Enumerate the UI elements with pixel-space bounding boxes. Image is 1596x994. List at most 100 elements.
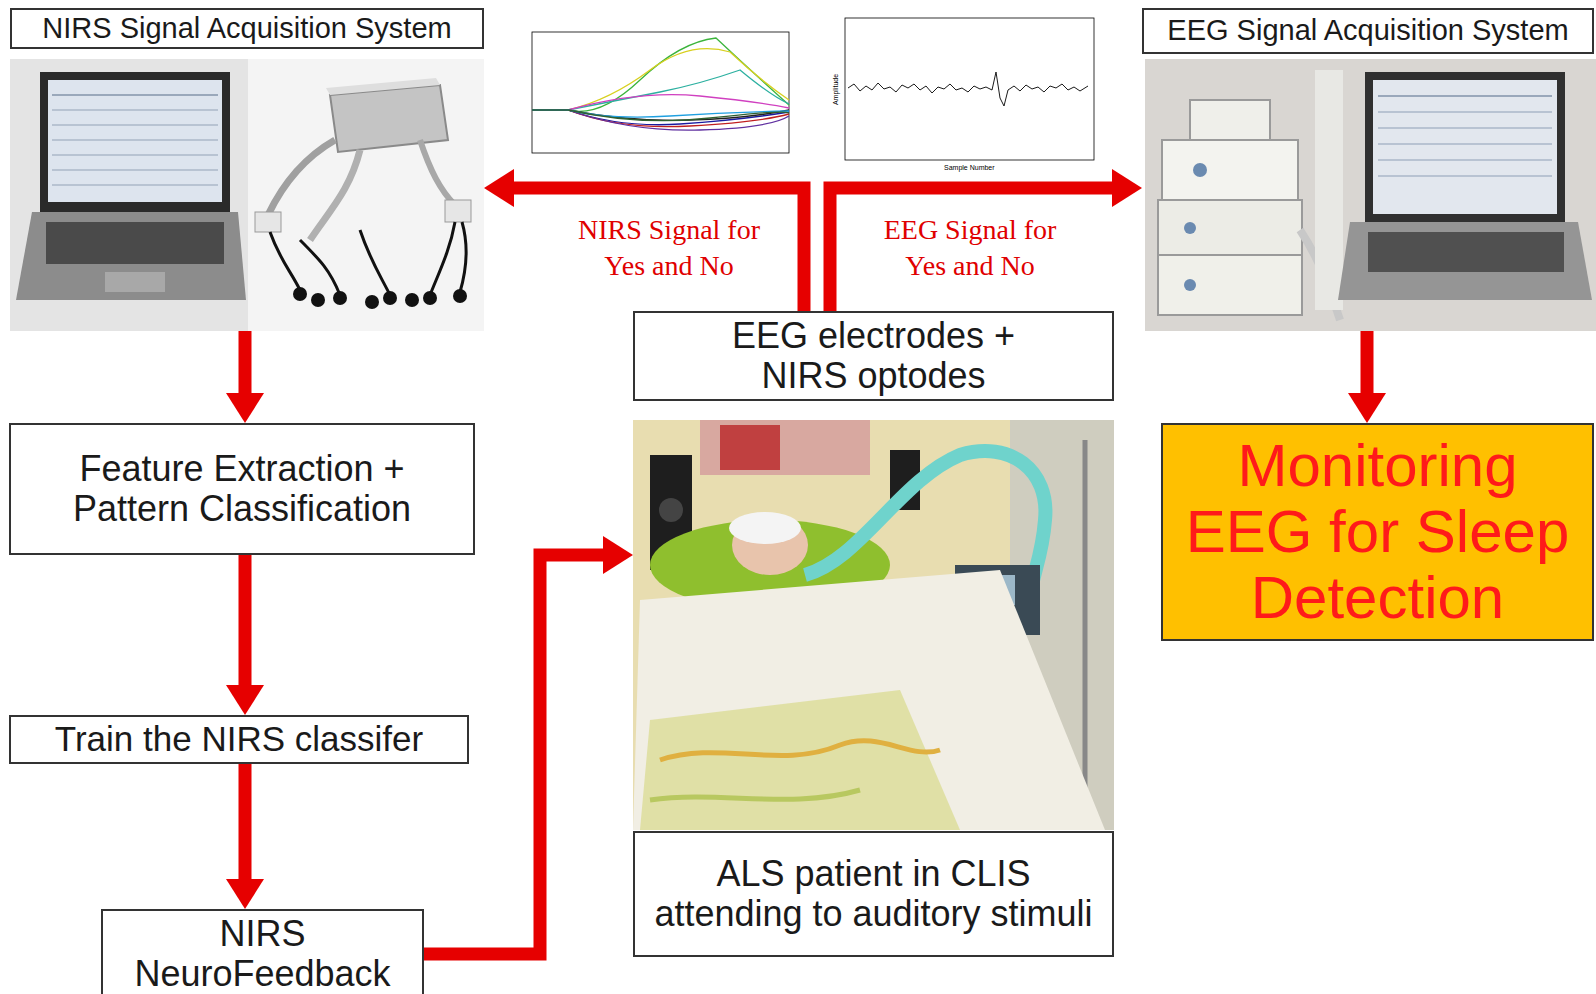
nirs-photo-part <box>383 291 397 305</box>
nirs-photo-part <box>445 200 471 222</box>
eeg-photo-part <box>1184 222 1196 234</box>
nirs-photo-part <box>365 295 379 309</box>
eeg-photo-part <box>1184 279 1196 291</box>
node-text: EEG Signal Acquisition System <box>1167 15 1568 47</box>
nirs-photo-part <box>248 59 484 331</box>
patient-photo-part <box>700 420 870 475</box>
nirs-photo-part <box>430 222 455 295</box>
nirs-photo-part <box>52 154 218 156</box>
eeg-signal-plot <box>845 18 1094 160</box>
nirs-signal-plot-part <box>532 38 789 111</box>
node-text: EEG electrodes + NIRS optodes <box>714 316 1034 395</box>
nirs-photo-part <box>105 272 165 292</box>
arrow-shaft <box>239 764 252 879</box>
arrow-head <box>226 879 264 909</box>
eeg-photo-part <box>1378 95 1552 97</box>
nirs-photo-part <box>330 85 448 152</box>
patient-photo-part <box>1083 440 1088 830</box>
arrow-head <box>226 393 264 423</box>
patient-panel: ALS patient in CLIS attending to auditor… <box>633 420 1114 957</box>
nirs-photo-part <box>52 184 218 186</box>
patient-photo-part <box>633 420 1114 830</box>
nirs-photo-part <box>360 230 390 295</box>
process-box: Feature Extraction + Pattern Classificat… <box>9 423 475 555</box>
nirs-photo-part <box>48 80 222 202</box>
nirs-signal-plot-part <box>532 110 789 125</box>
process-box: NIRS NeuroFeedback <box>101 909 424 994</box>
flow-arrow <box>226 764 264 909</box>
nirs-photo-part <box>326 78 440 95</box>
nirs-photo-part <box>405 293 419 307</box>
node-text: Monitoring EEG for Sleep Detection <box>1178 433 1578 631</box>
eeg-photo-part <box>1145 59 1596 331</box>
eeg-photo-part <box>1378 111 1552 113</box>
eeg-photo-part <box>1158 255 1302 315</box>
nirs-photo-part <box>52 124 218 126</box>
eeg-photo-part <box>1365 72 1565 222</box>
title-box: NIRS Signal Acquisition System <box>10 8 484 49</box>
eeg-photo-part <box>1162 140 1298 200</box>
output-box: Monitoring EEG for Sleep Detection <box>1161 423 1594 641</box>
nirs-photo-part <box>255 212 281 232</box>
axis-label: Sample Number <box>944 164 995 171</box>
patient-photo-part <box>633 570 1105 830</box>
eeg-photo-part <box>1368 232 1564 272</box>
patient-photo <box>633 420 1114 830</box>
acquisition-panel: EEG Signal Acquisition System <box>1142 8 1594 331</box>
edge-label: NIRS Signal for Yes and No <box>560 212 778 285</box>
nirs-photo-part <box>311 293 325 307</box>
nirs-photo-part <box>423 291 437 305</box>
nirs-photo <box>10 59 484 331</box>
arrow-shaft <box>830 188 1112 311</box>
arrow-shaft <box>239 555 252 685</box>
arrow-head <box>603 536 633 574</box>
title-box: EEG Signal Acquisition System <box>1142 8 1594 54</box>
eeg-photo-part <box>1378 127 1552 129</box>
eeg-signal-plot-part <box>848 72 1088 106</box>
patient-photo-part <box>659 498 683 522</box>
nirs-photo-part <box>52 109 218 111</box>
nirs-photo-part <box>52 139 218 141</box>
eeg-signal-plot-part <box>845 18 1094 160</box>
nirs-photo-part <box>333 291 347 305</box>
arrow-shaft <box>514 188 804 311</box>
flow-arrow <box>1348 331 1386 423</box>
patient-photo-part <box>650 790 860 800</box>
flow-arrow <box>830 169 1142 311</box>
eeg-photo-part <box>1378 175 1552 177</box>
eeg-photo-part <box>1373 80 1557 214</box>
eeg-photo <box>1145 59 1596 331</box>
nirs-photo-part <box>460 222 466 292</box>
nirs-photo-part <box>40 72 230 212</box>
nirs-photo-part <box>16 212 246 300</box>
eeg-photo-part <box>1190 100 1270 140</box>
arrow-head <box>1348 393 1386 423</box>
node-text: Feature Extraction + Pattern Classificat… <box>42 449 442 528</box>
edge-label: EEG Signal for Yes and No <box>861 212 1079 285</box>
node-text: NIRS NeuroFeedback <box>103 914 422 993</box>
nirs-photo-part <box>310 150 360 240</box>
nirs-photo-part <box>270 232 300 290</box>
process-box: Train the NIRS classifer <box>9 715 469 764</box>
nirs-photo-part <box>46 222 224 264</box>
eeg-photo-part <box>1315 70 1343 310</box>
nirs-signal-plot-part <box>532 32 789 153</box>
eeg-photo-part <box>1378 143 1552 145</box>
nirs-signal-plot-part <box>532 70 789 110</box>
arrow-head <box>484 169 514 207</box>
nirs-photo-part <box>293 287 307 301</box>
axis-label: Amplitude <box>832 74 839 105</box>
nirs-photo-part <box>10 59 248 331</box>
eeg-photo-part <box>1158 200 1302 255</box>
flow-arrow <box>484 169 804 311</box>
eeg-photo-part <box>1378 159 1552 161</box>
nirs-photo-part <box>52 94 218 96</box>
arrow-shaft <box>1361 331 1374 393</box>
nirs-photo-part <box>268 140 335 215</box>
nirs-signal-plot-part <box>532 95 789 110</box>
nirs-signal-plot <box>532 32 789 153</box>
eeg-photo-part <box>1193 163 1207 177</box>
nirs-photo-part <box>453 289 467 303</box>
